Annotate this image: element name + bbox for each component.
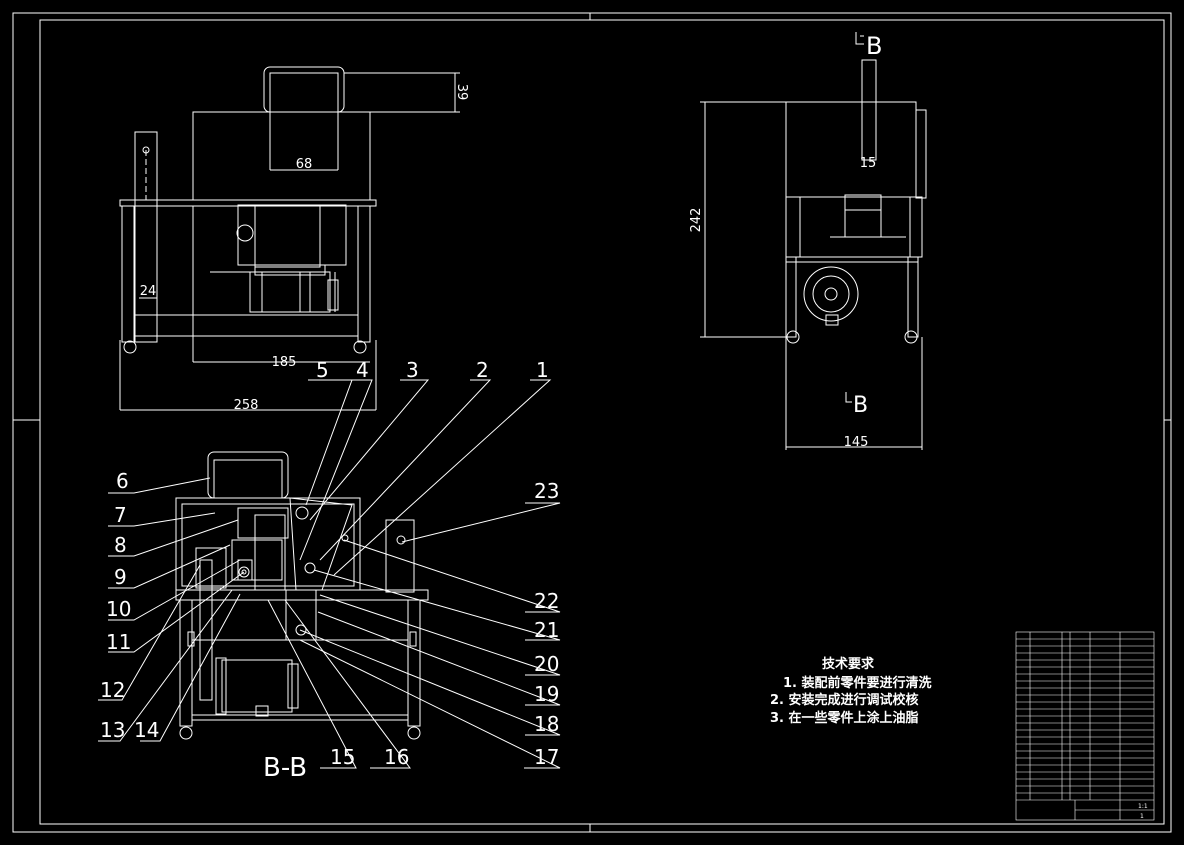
callout-18: 18 — [534, 712, 559, 736]
requirement-item-2: 2. 安装完成进行调试校核 — [770, 692, 919, 708]
drawing-frame — [12, 12, 1172, 833]
callout-8: 8 — [114, 533, 127, 557]
dim-68: 68 — [296, 157, 313, 172]
requirement-item-3: 3. 在一些零件上涂上油脂 — [770, 710, 919, 726]
callout-13: 13 — [100, 718, 125, 742]
section-view — [175, 451, 429, 740]
callout-11: 11 — [106, 630, 131, 654]
callout-23: 23 — [534, 479, 559, 503]
callout-20: 20 — [534, 652, 559, 676]
callout-1: 1 — [536, 358, 549, 382]
callout-6: 6 — [116, 469, 129, 493]
callout-19: 19 — [534, 682, 559, 706]
callout-21: 21 — [534, 618, 559, 642]
title-block-scale: 1:1 — [1138, 803, 1148, 810]
callout-7: 7 — [114, 503, 127, 527]
section-mark-bottom: B — [853, 393, 868, 418]
callout-14: 14 — [134, 718, 159, 742]
dim-258: 258 — [234, 398, 259, 413]
dim-39: 39 — [454, 84, 469, 101]
callout-4: 4 — [356, 358, 369, 382]
dim-24: 24 — [140, 284, 157, 299]
dim-242: 242 — [689, 208, 704, 233]
callout-3: 3 — [406, 358, 419, 382]
section-title: B-B — [263, 753, 307, 783]
dim-15: 15 — [860, 156, 877, 171]
callout-15: 15 — [330, 745, 355, 769]
callout-17: 17 — [534, 745, 559, 769]
callout-2: 2 — [476, 358, 489, 382]
dim-185: 185 — [272, 355, 297, 370]
callout-12: 12 — [100, 678, 125, 702]
callout-10: 10 — [106, 597, 131, 621]
requirements-title: 技术要求 — [822, 656, 875, 672]
title-block-sheet: 1 — [1140, 813, 1144, 820]
section-mark-top: B — [866, 32, 882, 60]
leader-lines — [98, 379, 561, 769]
callout-22: 22 — [534, 589, 559, 613]
callout-9: 9 — [114, 565, 127, 589]
side-view — [700, 32, 927, 450]
callout-5: 5 — [316, 358, 329, 382]
title-block — [1015, 631, 1155, 821]
requirement-item-1: 1. 装配前零件要进行清洗 — [783, 675, 932, 691]
dim-145: 145 — [844, 435, 869, 450]
front-view — [119, 66, 460, 411]
callout-16: 16 — [384, 745, 409, 769]
